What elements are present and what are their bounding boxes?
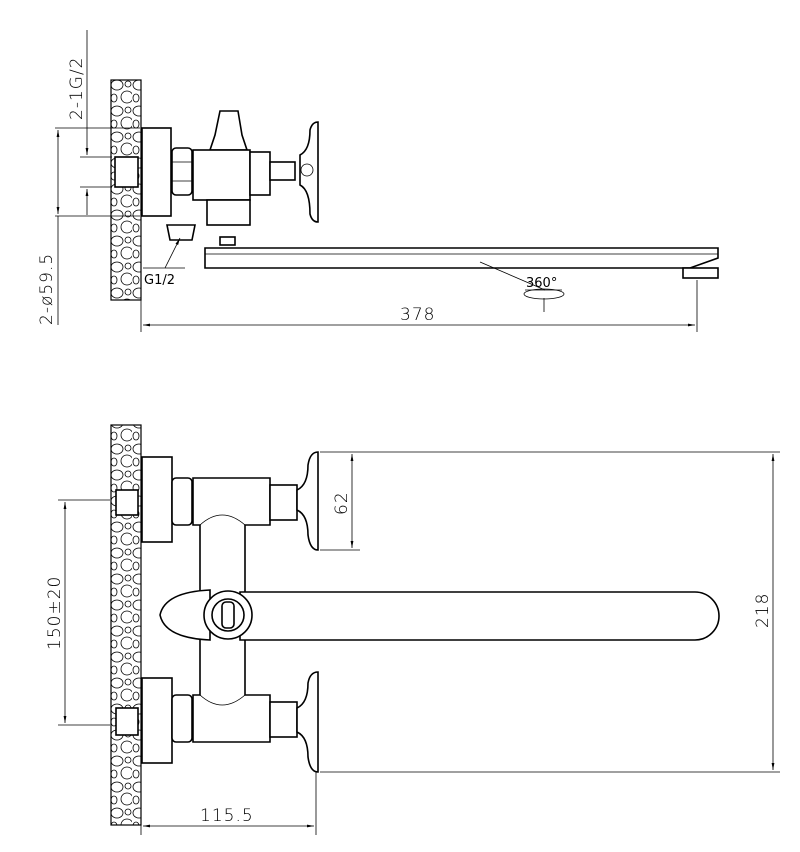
escutcheon-bottom (141, 677, 173, 764)
escutcheon-top (141, 456, 173, 543)
front-view: 62 218 150±20 115.5 (45, 424, 780, 835)
spout-length-label: 378 (400, 305, 435, 325)
top-view: 2-1G/2 2-ø59.5 G1/2 360° 378 (37, 30, 719, 332)
spout (204, 247, 719, 269)
wall-projection-label: 115.5 (200, 806, 254, 826)
spout (239, 591, 720, 641)
cross-handle-top (296, 451, 319, 551)
rotation-label: 360° (526, 276, 557, 291)
overall-height-label: 218 (753, 593, 773, 628)
outlet-thread-label: G1/2 (144, 273, 175, 288)
cross-handle (299, 121, 319, 223)
escutcheon (141, 127, 172, 217)
bonnet (249, 151, 271, 196)
wall-section (110, 79, 142, 301)
handle-height-label: 62 (332, 491, 352, 515)
pipe-inlet (114, 156, 139, 188)
valve-body (192, 149, 251, 201)
center-distance-label: 150±20 (45, 576, 65, 650)
diverter-knob (159, 589, 211, 641)
diverter-knob (208, 110, 249, 151)
inlet-thread-label: 2-1G/2 (67, 57, 87, 120)
cross-handle-bottom (296, 671, 319, 773)
inlet-diameter-label: 2-ø59.5 (37, 253, 57, 325)
aerator-outlet (166, 224, 196, 241)
hex-nut (171, 147, 193, 196)
wall-section (110, 424, 142, 826)
